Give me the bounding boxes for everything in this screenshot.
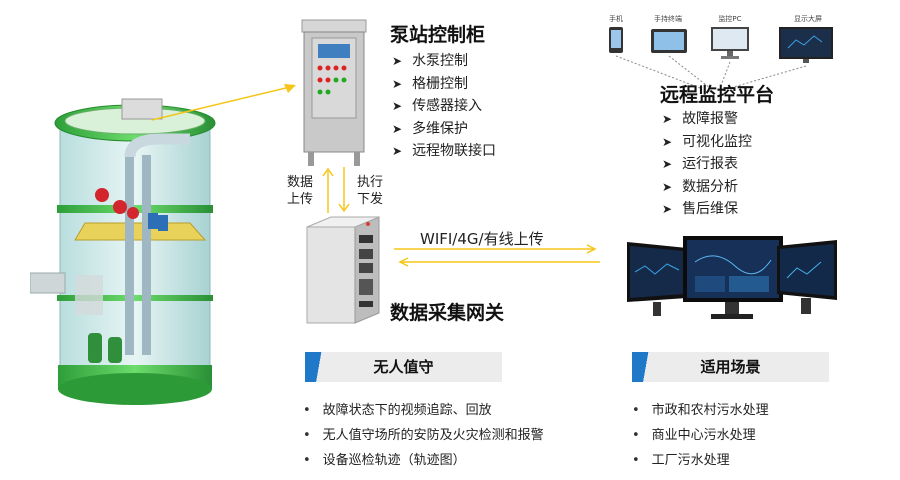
platform-feature-list: 故障报警 可视化监控 运行报表 数据分析 售后维保 bbox=[662, 108, 752, 221]
scenarios-list: 市政和农村污水处理 商业中心污水处理 工厂污水处理 bbox=[632, 398, 769, 473]
upload-label: 数据 上传 bbox=[283, 174, 317, 208]
gateway-device-image bbox=[305, 215, 383, 325]
platform-device-group: 手机 手持终端 监控PC 显示大屏 bbox=[600, 14, 840, 78]
cabinet-title: 泵站控制柜 bbox=[390, 20, 485, 47]
scenario-item: 商业中心污水处理 bbox=[632, 423, 769, 448]
cabinet-feature-item: 传感器接入 bbox=[392, 95, 496, 118]
gateway-title: 数据采集网关 bbox=[390, 298, 504, 325]
device-label-screen: 显示大屏 bbox=[788, 14, 828, 24]
unattended-item: 无人值守场所的安防及火灾检测和报警 bbox=[303, 423, 544, 448]
platform-title: 远程监控平台 bbox=[660, 80, 774, 107]
unattended-title: 无人值守 bbox=[305, 352, 502, 382]
scenario-item: 工厂污水处理 bbox=[632, 448, 769, 473]
platform-feature-item: 故障报警 bbox=[662, 108, 752, 131]
handheld-terminal-icon bbox=[650, 28, 688, 54]
unattended-banner: 无人值守 bbox=[305, 352, 502, 382]
cabinet-feature-item: 多维保护 bbox=[392, 118, 496, 141]
device-label-pc: 监控PC bbox=[710, 14, 750, 24]
tank-to-cabinet-arrow bbox=[150, 80, 300, 125]
device-label-handheld: 手持终端 bbox=[650, 14, 686, 24]
phone-icon bbox=[608, 26, 624, 54]
platform-monitors-image bbox=[625, 232, 840, 324]
cabinet-feature-list: 水泵控制 格栅控制 传感器接入 多维保护 远程物联接口 bbox=[392, 50, 496, 163]
unattended-list: 故障状态下的视频追踪、回放 无人值守场所的安防及火灾检测和报警 设备巡检轨迹（轨… bbox=[303, 398, 544, 473]
cabinet-gateway-arrows bbox=[318, 165, 354, 215]
cabinet-feature-item: 水泵控制 bbox=[392, 50, 496, 73]
platform-feature-item: 可视化监控 bbox=[662, 131, 752, 154]
cabinet-feature-item: 格栅控制 bbox=[392, 73, 496, 96]
platform-feature-item: 运行报表 bbox=[662, 153, 752, 176]
unattended-item: 设备巡检轨迹（轨迹图） bbox=[303, 448, 544, 473]
cabinet-feature-item: 远程物联接口 bbox=[392, 140, 496, 163]
unattended-item: 故障状态下的视频追踪、回放 bbox=[303, 398, 544, 423]
scenarios-title: 适用场景 bbox=[632, 352, 829, 382]
platform-feature-item: 售后维保 bbox=[662, 198, 752, 221]
download-label: 执行 下发 bbox=[353, 174, 387, 208]
device-label-phone: 手机 bbox=[604, 14, 628, 24]
pump-station-illustration bbox=[30, 95, 245, 415]
scenario-item: 市政和农村污水处理 bbox=[632, 398, 769, 423]
gateway-platform-arrows bbox=[390, 244, 605, 268]
scenarios-banner: 适用场景 bbox=[632, 352, 829, 382]
platform-feature-item: 数据分析 bbox=[662, 176, 752, 199]
control-cabinet-image bbox=[300, 18, 368, 168]
